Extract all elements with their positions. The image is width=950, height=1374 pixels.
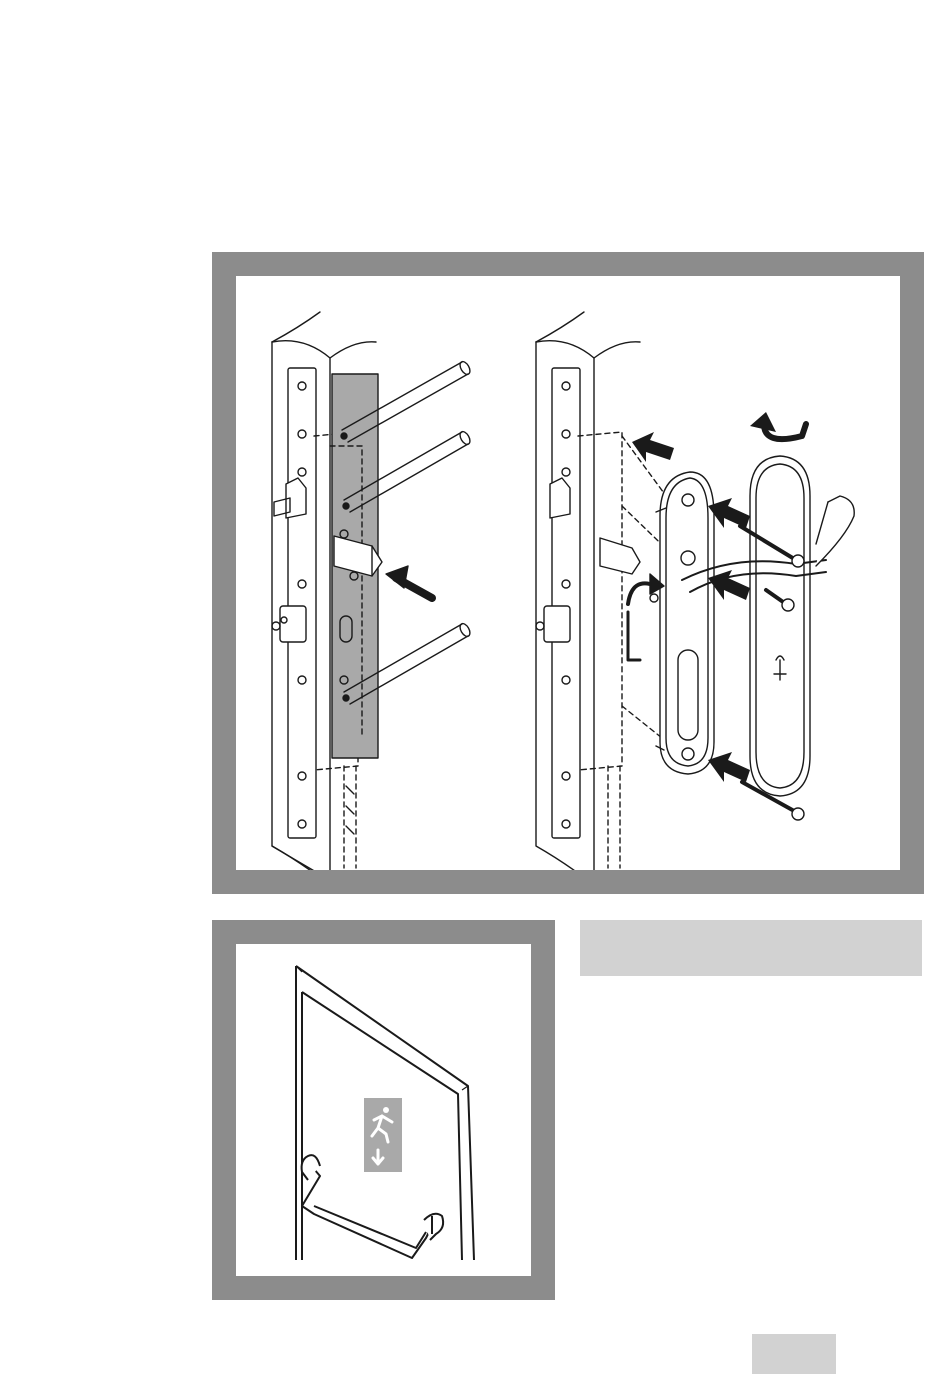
installation-figure-frame [212,252,924,894]
insert-arrow-icon [386,566,408,588]
installation-illustration [236,276,900,870]
panic-door-illustration [236,944,531,1276]
panic-door-figure-panel [236,944,531,1276]
back-plate [656,472,714,774]
installation-figure-panel [236,276,900,870]
exit-sign [364,1098,402,1172]
allen-key-icon [628,612,640,660]
panic-door-figure-frame [212,920,555,1300]
page-number-tab [752,1334,836,1374]
caption-bar [580,920,922,976]
lock-cylinder [280,606,306,642]
right-door-edge [536,312,640,870]
